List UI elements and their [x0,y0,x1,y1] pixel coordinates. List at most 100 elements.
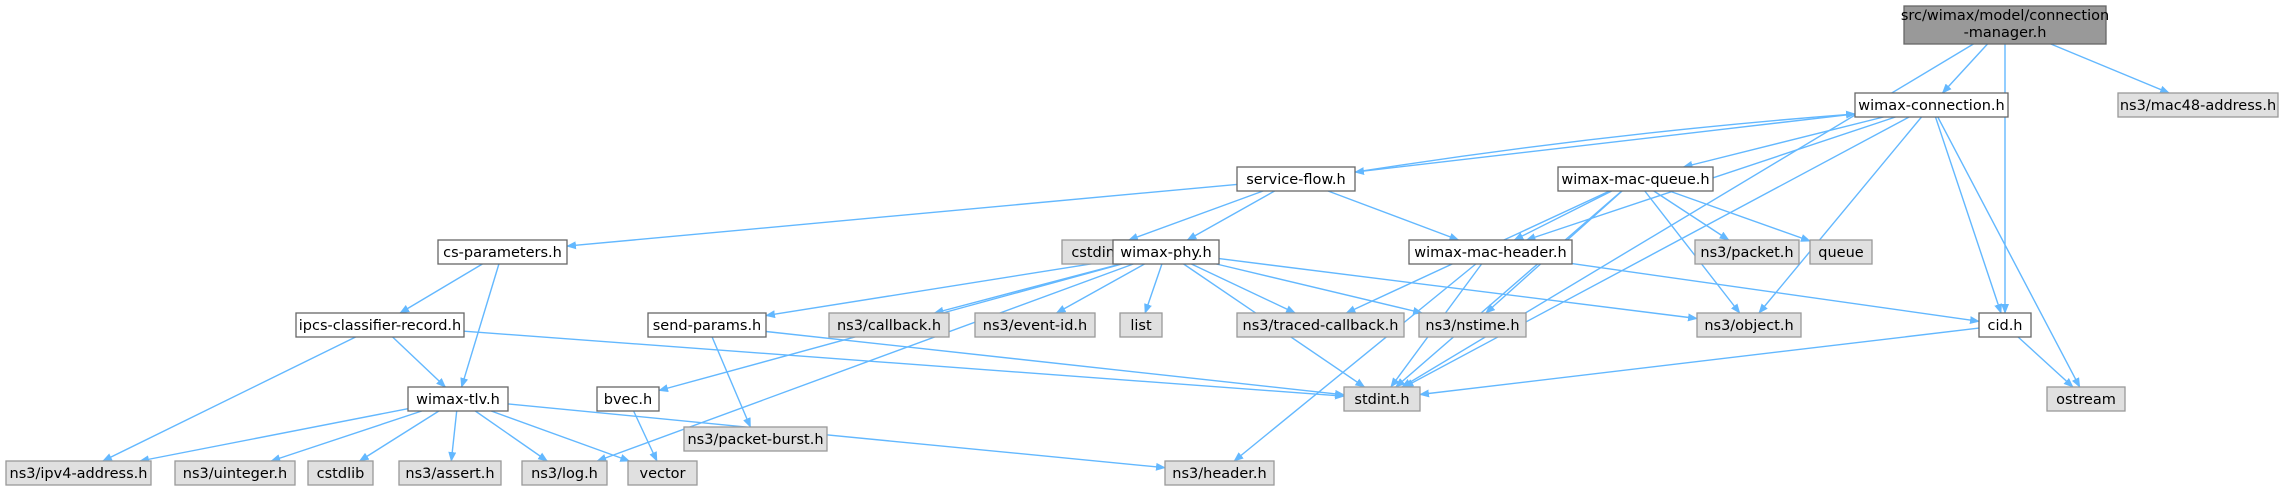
edge-wimax-phy-to-ns3-event-id [1055,263,1145,314]
node-ns3-nstime[interactable]: ns3/nstime.h [1418,312,1527,338]
edge-wimax-phy-to-send-params [765,259,1114,319]
edge-send-params-to-ns3-packet-burst [711,336,752,428]
node-ns3-callback-label: ns3/callback.h [837,318,941,334]
edge-wimax-tlv-to-ns3-uinteger [270,410,423,462]
node-ns3-nstime-label: ns3/nstime.h [1425,318,1519,334]
node-ns3-packet-burst-label: ns3/packet-burst.h [687,432,823,448]
node-ns3-traced-callback-label: ns3/traced-callback.h [1243,318,1399,334]
node-list-label: list [1130,318,1152,334]
node-service-flow[interactable]: service-flow.h [1236,166,1356,192]
edge-wimax-phy-to-list [1144,263,1163,314]
node-ostream[interactable]: ostream [2046,386,2126,412]
node-wimax-phy-label: wimax-phy.h [1120,245,1211,261]
edge-service-flow-to-wimax-mac-header [1327,190,1460,241]
edge-root-to-wimax-connection [1941,43,1989,94]
node-mac48-address-label: ns3/mac48-address.h [2120,98,2276,114]
edge-cid-to-ostream [2017,336,2074,388]
edge-wimax-tlv-to-ns3-header [507,403,1166,471]
node-ns3-event-id[interactable]: ns3/event-id.h [974,312,1096,338]
node-wimax-mac-header-label: wimax-mac-header.h [1414,245,1566,261]
node-ns3-assert[interactable]: ns3/assert.h [398,460,502,486]
edge-wimax-mac-queue-to-queue [1669,190,1811,242]
node-wimax-phy[interactable]: wimax-phy.h [1112,239,1220,265]
edge-service-flow-to-wimax-phy [1186,190,1275,241]
node-ns3-header[interactable]: ns3/header.h [1164,460,1275,486]
node-stdint-label: stdint.h [1354,392,1409,408]
edge-ipcs-to-stdint [463,330,1345,400]
node-wimax-connection[interactable]: wimax-connection.h [1854,92,2009,118]
edge-cs-parameters-to-wimax-tlv [460,263,500,388]
node-wimax-mac-queue[interactable]: wimax-mac-queue.h [1557,166,1714,192]
node-ns3-object-label: ns3/object.h [1704,318,1793,334]
node-ns3-callback[interactable]: ns3/callback.h [828,312,950,338]
node-mac48-address[interactable]: ns3/mac48-address.h [2117,92,2279,118]
node-wimax-connection-label: wimax-connection.h [1858,98,2004,114]
node-ns3-header-label: ns3/header.h [1172,466,1266,482]
node-ns3-object[interactable]: ns3/object.h [1696,312,1802,338]
node-send-params[interactable]: send-params.h [647,312,767,338]
edge-wimax-mac-queue-to-wimax-mac-header [1513,190,1613,241]
node-list[interactable]: list [1119,312,1163,338]
node-ipcs-classifier-record[interactable]: ipcs-classifier-record.h [295,312,465,338]
node-ns3-packet[interactable]: ns3/packet.h [1694,239,1800,265]
edge-wimax-connection-to-service-flow [1354,113,1856,176]
edge-wimax-connection-to-stdint [1403,116,1910,388]
edge-wimax-tlv-to-cstdlib [358,410,440,462]
node-cstdint-label: cstdint [1071,245,1121,261]
node-ns3-packet-burst[interactable]: ns3/packet-burst.h [683,426,828,452]
edge-wimax-connection-to-cid [1934,116,2002,314]
edge-wimax-tlv-to-ns3-ipv4 [139,408,409,464]
node-wimax-tlv[interactable]: wimax-tlv.h [407,386,509,412]
edge-wimax-mac-queue-to-ns3-object [1644,190,1741,314]
node-root-label-line1: src/wimax/model/connection [1901,8,2109,24]
edge-cid-to-stdint [1419,327,1980,398]
node-cid[interactable]: cid.h [1978,312,2032,338]
node-ns3-uinteger-label: ns3/uinteger.h [183,466,287,482]
node-send-params-label: send-params.h [653,318,762,334]
node-cid-label: cid.h [1987,318,2022,334]
node-ipcs-classifier-record-label: ipcs-classifier-record.h [299,318,461,334]
node-wimax-mac-queue-label: wimax-mac-queue.h [1561,172,1709,188]
node-ns3-assert-label: ns3/assert.h [405,466,494,482]
edge-service-flow-to-wimax-connection [1354,110,1856,173]
node-wimax-mac-header[interactable]: wimax-mac-header.h [1408,239,1573,265]
edge-wimax-phy-to-ns3-object [1218,257,1698,322]
edge-wimax-mac-header-to-ns3-header [1233,263,1477,462]
node-stdint[interactable]: stdint.h [1343,386,1421,412]
edge-wimax-mac-queue-to-stdint [1395,190,1623,388]
node-cstdlib[interactable]: cstdlib [307,460,374,486]
edge-wimax-phy-to-ns3-nstime [1216,263,1424,315]
node-ns3-event-id-label: ns3/event-id.h [983,318,1087,334]
node-wimax-tlv-label: wimax-tlv.h [416,392,500,408]
edge-wimax-phy-to-ns3-traced-callback [1191,263,1297,314]
edges-layer [102,43,2171,471]
node-cs-parameters[interactable]: cs-parameters.h [437,239,568,265]
edge-wimax-connection-to-wimax-mac-queue [1682,116,1884,169]
edge-wimax-mac-queue-to-ns3-packet [1653,190,1730,241]
node-queue[interactable]: queue [1809,239,1873,265]
node-root[interactable]: src/wimax/model/connection -manager.h [1901,5,2109,45]
edge-wimax-tlv-to-ns3-assert [448,410,458,462]
nodes-layer: src/wimax/model/connection -manager.h wi… [5,5,2279,486]
node-root-label-line2: -manager.h [1964,25,2047,41]
node-ns3-traced-callback[interactable]: ns3/traced-callback.h [1236,312,1405,338]
node-bvec[interactable]: bvec.h [596,386,660,412]
node-ns3-ipv4-address[interactable]: ns3/ipv4-address.h [5,460,152,486]
edge-wimax-mac-header-to-cid [1571,262,1980,324]
edge-wimax-phy-to-ns3-callback [933,263,1121,315]
node-ns3-uinteger[interactable]: ns3/uinteger.h [174,460,296,486]
node-ns3-log[interactable]: ns3/log.h [521,460,608,486]
node-vector-label: vector [640,466,686,482]
edge-wimax-tlv-to-vector [490,410,631,462]
node-ns3-ipv4-address-label: ns3/ipv4-address.h [10,466,148,482]
edge-service-flow-to-cs-parameters [566,183,1238,250]
edge-bvec-to-vector [632,410,658,462]
edge-send-params-to-stdint [765,330,1345,398]
node-ns3-packet-label: ns3/packet.h [1700,245,1793,261]
node-vector[interactable]: vector [627,460,698,486]
node-ns3-log-label: ns3/log.h [531,466,598,482]
edge-ipcs-to-wimax-tlv [392,336,447,388]
edge-wimax-connection-to-ns3-object [1758,116,1923,314]
edge-service-flow-to-cstdint [1127,190,1264,241]
